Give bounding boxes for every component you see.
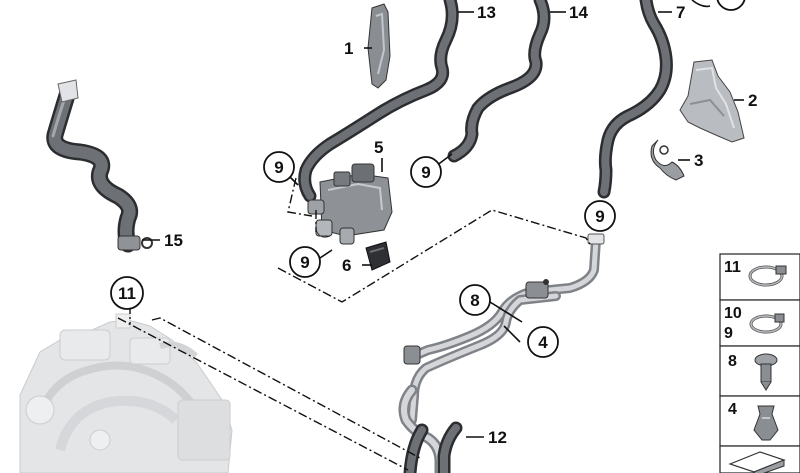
svg-text:9: 9 [274,158,283,177]
callout-11: 11 [110,276,144,310]
callout-9-center: 9 [410,156,442,188]
bracket-1 [367,3,391,89]
svg-text:4: 4 [728,401,737,418]
callout-4: 4 [527,326,559,358]
svg-text:9: 9 [421,163,430,182]
hose-12 [398,384,463,473]
callout-7: 7 [676,3,685,22]
hose-15 [46,79,153,253]
svg-text:9: 9 [300,253,309,272]
callout-15: 15 [164,231,183,250]
callout-12: 12 [488,428,507,447]
callout-5: 5 [374,138,383,157]
partial-part-icon [728,451,786,473]
valve-5 [307,163,393,245]
push-clip-4-icon [753,405,779,441]
callout-14: 14 [569,3,588,22]
svg-text:4: 4 [538,333,548,352]
svg-text:9: 9 [595,207,604,226]
callout-9-upper-left: 9 [263,151,295,183]
svg-text:9: 9 [724,325,733,342]
engine-block-illustration [19,313,233,473]
callout-2: 2 [748,91,757,110]
hose-clamp-11-icon [748,265,787,287]
callout-9-right: 9 [584,200,616,232]
hose-14 [447,0,551,163]
callout-6: 6 [342,256,351,275]
svg-text:10: 10 [724,305,742,322]
svg-text:8: 8 [728,353,737,370]
svg-text:8: 8 [470,291,479,310]
callout-top-right-partial [716,0,746,11]
hose-7 [597,0,673,199]
callout-1: 1 [344,39,353,58]
callout-9-lower-left: 9 [289,246,321,278]
callout-8: 8 [459,284,491,316]
callout-3: 3 [694,151,703,170]
heat-shield-2 [679,59,745,143]
svg-text:11: 11 [118,284,136,303]
reference-lines [117,177,591,471]
callout-13: 13 [477,3,496,22]
svg-text:11: 11 [724,259,741,276]
expanding-rivet-8-icon [754,353,778,391]
clamp-3 [650,139,685,181]
small-parts-legend: 11 10 9 8 4 [719,253,800,473]
hose-13 [298,0,459,203]
connector-6 [365,241,391,271]
hose-clamp-10-icon [749,313,785,334]
